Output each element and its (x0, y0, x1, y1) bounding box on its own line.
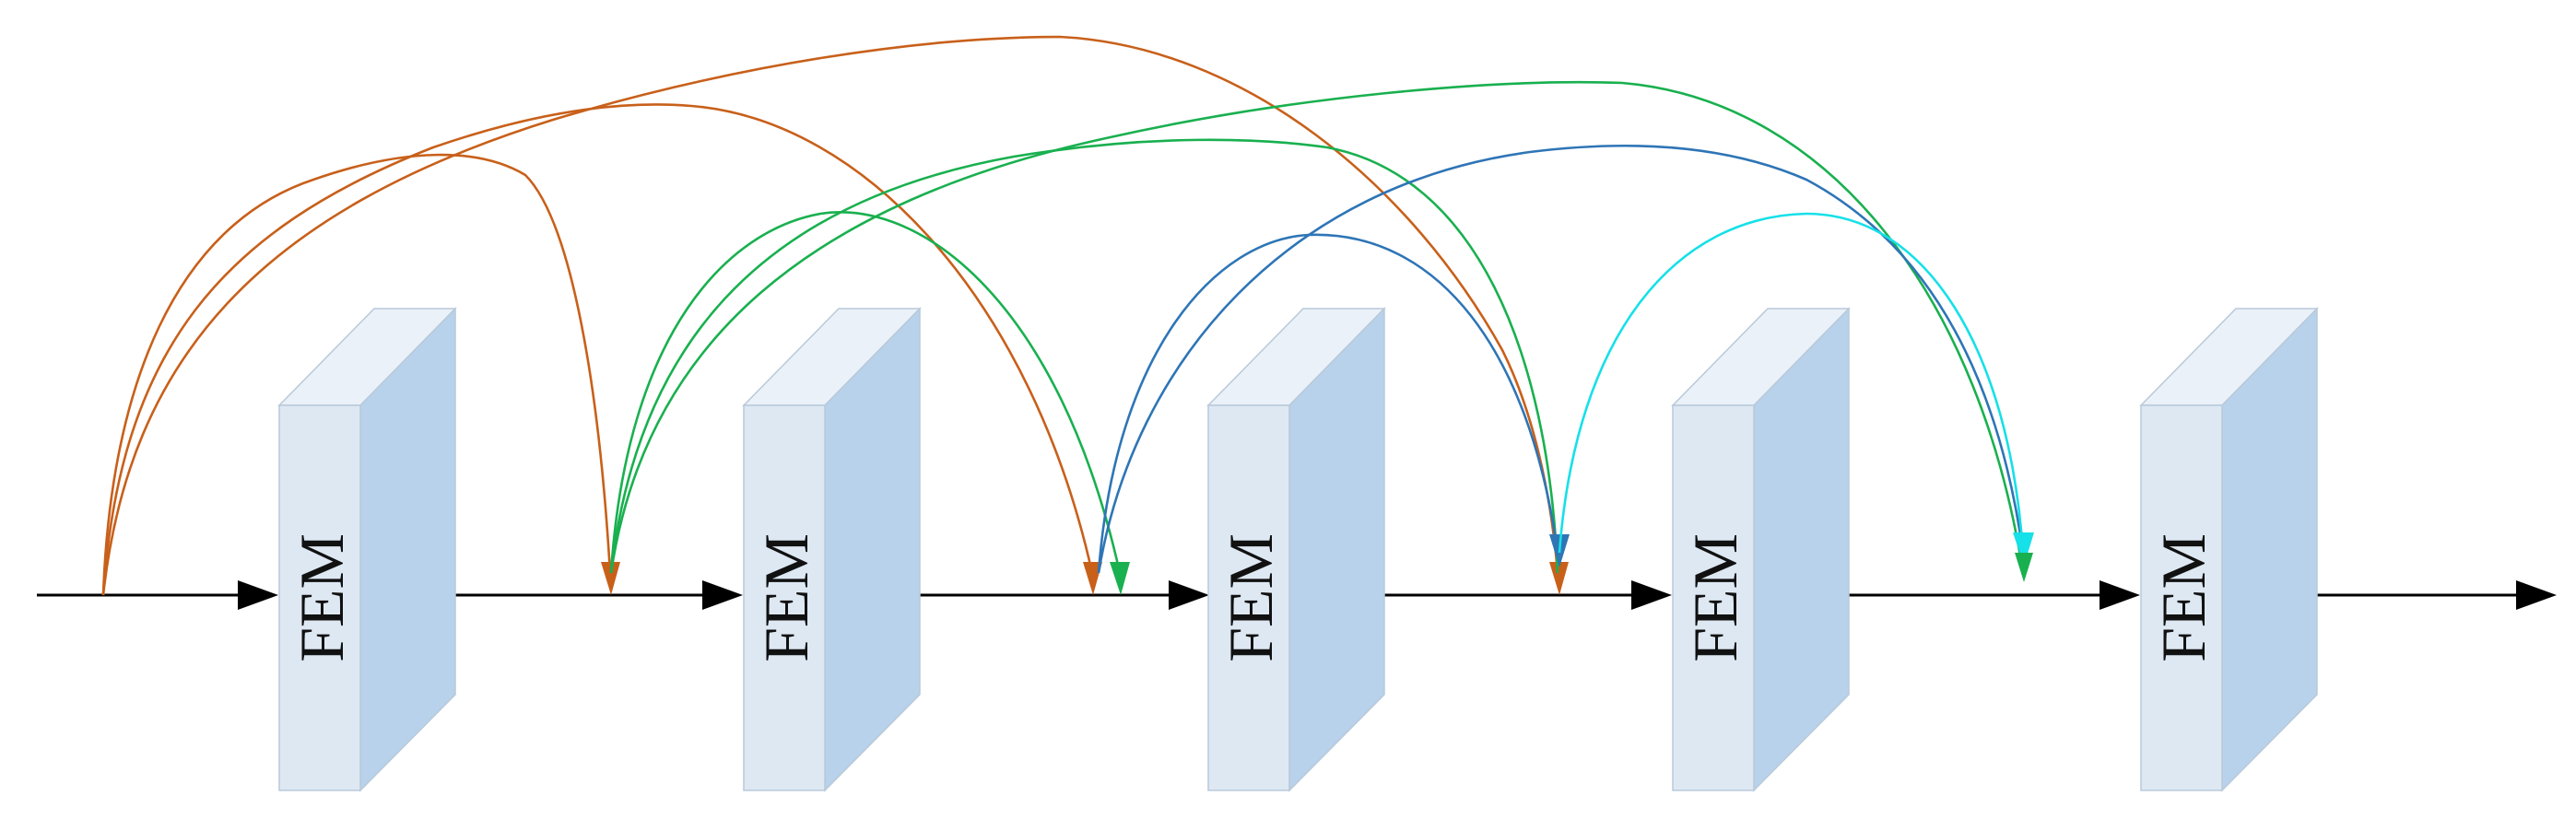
fem-block-5: FEM (2139, 307, 2319, 792)
flow-arrowhead-1 (238, 580, 278, 610)
fem-block-front (1207, 404, 1290, 791)
fem-block-front (1672, 404, 1755, 791)
fem-block-front (743, 404, 826, 791)
flow-arrowhead-2 (702, 580, 743, 610)
main-flow (37, 580, 2557, 610)
fem-label: FEM (2148, 533, 2218, 662)
fem-label: FEM (751, 533, 821, 662)
fem-label: FEM (287, 533, 357, 662)
fem-block-4: FEM (1671, 307, 1851, 792)
fem-label: FEM (1680, 533, 1750, 662)
skip-green-fem1-to-fem3 (609, 211, 1122, 574)
skip-orange-input-to-fem2 (101, 153, 612, 596)
skip-cyan-arrowhead (2013, 532, 2034, 566)
skip-orange-input-to-fem4 (101, 35, 1559, 596)
skip-green-arrowhead (1110, 562, 1130, 595)
fem-label: FEM (1216, 533, 1286, 662)
skip-connections-cyan (1558, 212, 2034, 582)
flow-output-arrowhead (2516, 580, 2557, 610)
fem-block-3: FEM (1206, 307, 1386, 792)
fem-block-1: FEM (277, 307, 457, 792)
skip-cyan-fem3-to-fem5 (1558, 212, 2025, 554)
fem-block-front (2140, 404, 2223, 791)
skip-orange-arrowhead (601, 562, 620, 595)
skip-connections-orange (101, 35, 1569, 596)
skip-green-arrowhead (2015, 553, 2033, 582)
flow-arrowhead-5 (2100, 580, 2140, 610)
skip-orange-arrowhead (1549, 562, 1569, 595)
skip-orange-arrowhead (1083, 562, 1102, 595)
fem-block-front (278, 404, 361, 791)
fem-block-2: FEM (742, 307, 922, 792)
flow-arrowhead-3 (1169, 580, 1209, 610)
skip-orange-input-to-fem3 (101, 103, 1094, 596)
skip-green-fem1-to-fem4 (609, 138, 1559, 574)
skip-blue-fem2-to-fem4-b (1097, 144, 2025, 574)
flow-arrowhead-4 (1631, 580, 1672, 610)
